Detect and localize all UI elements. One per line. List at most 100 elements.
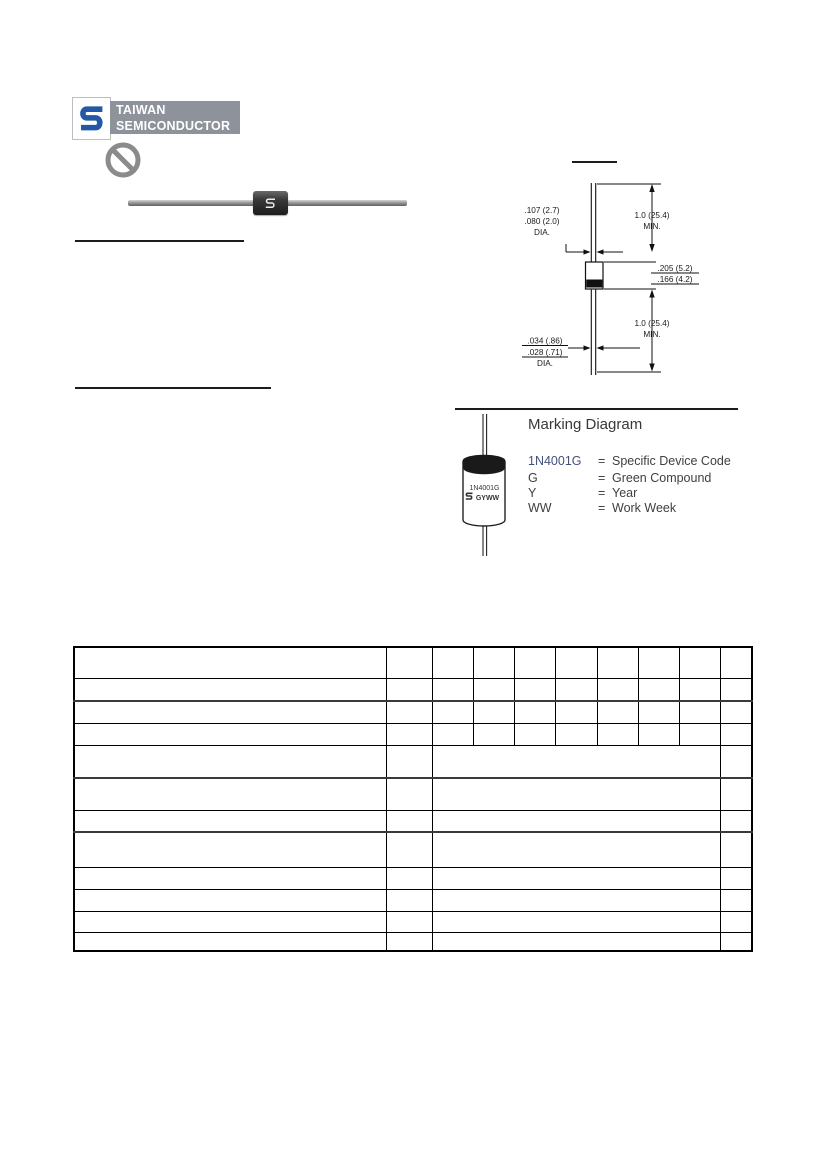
table-cell xyxy=(596,722,639,746)
cathode-band xyxy=(586,279,603,288)
legend-row: 1N4001G = Specific Device Code xyxy=(528,454,731,468)
dim-lead-len-top: 1.0 (25.4) xyxy=(634,211,669,220)
table-cell xyxy=(73,888,387,912)
table-cell xyxy=(719,646,753,679)
dim-lead-len-bottom: 1.0 (25.4) xyxy=(634,319,669,328)
device-leads xyxy=(482,414,488,556)
table-cell-merged xyxy=(431,888,721,912)
equals-sign: = xyxy=(598,454,606,468)
table-cell xyxy=(73,700,387,724)
table-cell xyxy=(513,700,556,724)
marking-diagram-title: Marking Diagram xyxy=(528,416,643,433)
table-cell xyxy=(431,722,474,746)
legend-meaning: Work Week xyxy=(612,501,677,515)
dim-lead-len-bottom-min: MIN. xyxy=(643,330,660,339)
table-cell xyxy=(596,700,639,724)
lead-outline xyxy=(590,183,597,375)
table-cell xyxy=(596,677,639,702)
ratings-table-container xyxy=(73,646,753,952)
legend-meaning: Year xyxy=(612,486,638,500)
legend-row: Y = Year xyxy=(528,486,637,500)
equals-sign: = xyxy=(598,486,606,500)
device-marking-line2: GYWW xyxy=(476,495,500,502)
ts-monogram-icon xyxy=(265,198,275,208)
marking-device-drawing: 1N4001G GYWW xyxy=(462,414,506,556)
table-cell xyxy=(637,722,680,746)
table-cell-merged xyxy=(431,809,721,833)
table-cell xyxy=(385,744,433,779)
table-cell xyxy=(385,646,433,679)
table-cell xyxy=(678,722,721,746)
table-cell xyxy=(719,910,753,933)
table-cell xyxy=(719,931,753,952)
legend-meaning: Green Compound xyxy=(612,471,712,485)
table-cell xyxy=(719,866,753,890)
table-cell xyxy=(385,777,433,811)
legend-code: G xyxy=(528,471,538,485)
table-cell xyxy=(678,646,721,679)
device-cylinder xyxy=(462,461,506,527)
table-cell xyxy=(472,722,515,746)
table-cell xyxy=(719,888,753,912)
table-cell xyxy=(73,866,387,890)
table-cell xyxy=(73,646,387,679)
table-cell xyxy=(73,931,387,952)
legend-code: 1N4001G xyxy=(528,454,582,468)
table-cell xyxy=(719,831,753,868)
table-cell xyxy=(637,646,680,679)
table-cell-merged xyxy=(431,831,721,868)
dimension-arrowheads xyxy=(583,184,655,372)
table-cell xyxy=(719,677,753,702)
table-cell xyxy=(431,677,474,702)
mechanical-data-heading-underline xyxy=(75,387,271,389)
logo-line1: TAIWAN xyxy=(116,103,166,117)
logo-line2: SEMICONDUCTOR xyxy=(116,119,231,133)
dim-lead-dia-top-label: DIA. xyxy=(534,228,550,237)
table-cell-merged xyxy=(431,931,721,952)
table-cell xyxy=(637,677,680,702)
features-heading-underline xyxy=(75,240,244,242)
table-cell-merged xyxy=(431,744,721,779)
table-cell xyxy=(719,722,753,746)
table-cell xyxy=(554,646,598,679)
table-cell xyxy=(385,677,433,702)
table-cell xyxy=(385,910,433,933)
table-cell xyxy=(385,700,433,724)
table-cell xyxy=(73,777,387,811)
equals-sign: = xyxy=(598,471,606,485)
ts-monogram-icon xyxy=(79,105,103,130)
table-cell xyxy=(431,646,474,679)
table-cell xyxy=(554,700,598,724)
dimension-lines xyxy=(522,183,699,373)
table-cell xyxy=(73,722,387,746)
table-cell xyxy=(719,744,753,779)
table-cell xyxy=(385,866,433,890)
table-cell xyxy=(73,744,387,779)
table-cell xyxy=(678,700,721,724)
dim-lead-dia-bottom-max: .034 (.86) xyxy=(527,337,562,346)
equals-sign: = xyxy=(598,501,606,515)
table-cell xyxy=(431,700,474,724)
table-cell xyxy=(385,831,433,868)
table-cell-merged xyxy=(431,866,721,890)
table-cell xyxy=(73,809,387,833)
table-cell xyxy=(73,910,387,933)
legend-row: G = Green Compound xyxy=(528,471,711,485)
package-name-underline xyxy=(572,161,617,163)
dim-body-min: .166 (4.2) xyxy=(657,275,692,284)
device-cathode-band-side xyxy=(463,461,505,475)
table-cell xyxy=(719,809,753,833)
package-outline-diagram: .107 (2.7) .080 (2.0) DIA. 1.0 (25.4) MI… xyxy=(522,183,699,375)
device-marking-line1: 1N4001G xyxy=(470,485,500,492)
table-cell-merged xyxy=(431,910,721,933)
table-cell-merged xyxy=(431,777,721,811)
legend-code: Y xyxy=(528,486,537,500)
table-cell xyxy=(554,677,598,702)
table-cell xyxy=(472,646,515,679)
table-cell xyxy=(73,677,387,702)
legend-meaning: Specific Device Code xyxy=(612,454,731,468)
dim-body-max: .205 (5.2) xyxy=(657,264,692,273)
dim-lead-dia-bottom-label: DIA. xyxy=(537,359,553,368)
table-cell xyxy=(719,700,753,724)
